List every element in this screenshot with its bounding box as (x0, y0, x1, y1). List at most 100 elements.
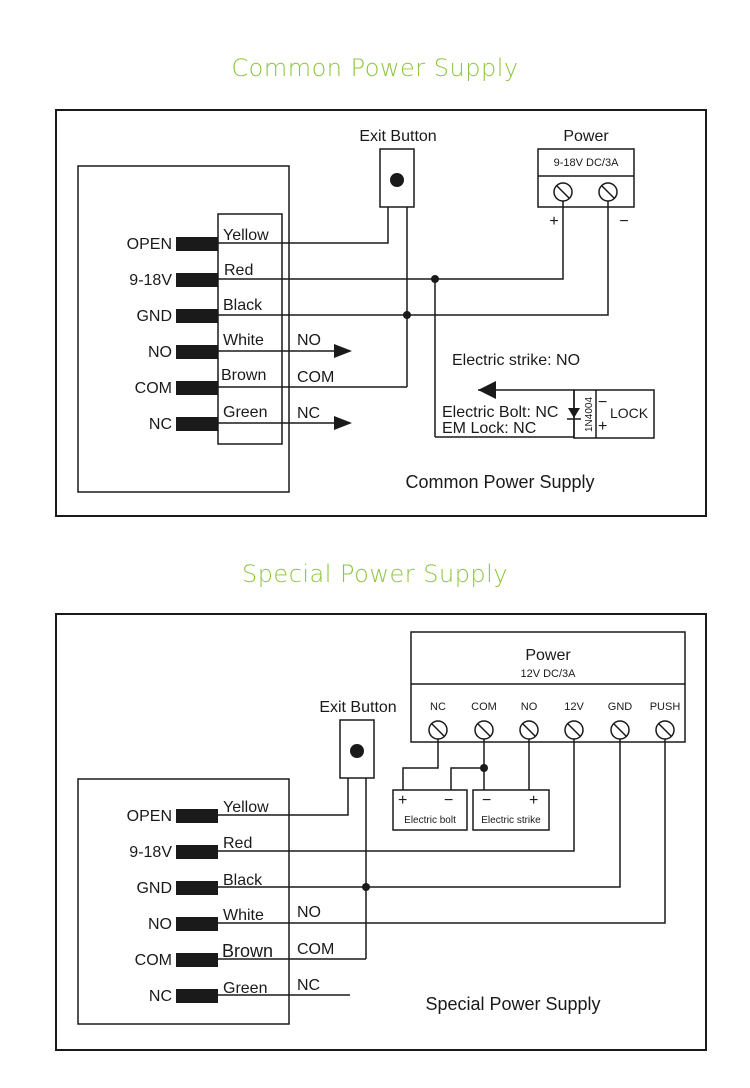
electric-bolt-box (392, 789, 468, 831)
terminal-block (176, 345, 218, 359)
junction-dot (403, 311, 411, 319)
relay-no-label: NO (297, 332, 321, 349)
bolt-minus: − (444, 792, 453, 809)
power-terminal-label: COM (471, 701, 497, 713)
wire-label: Black (223, 297, 263, 314)
terminal-block (176, 309, 218, 323)
power-title: Power (563, 128, 609, 145)
arrow-right-icon (334, 344, 352, 358)
exit-button-label: Exit Button (359, 128, 436, 145)
power-rating: 12V DC/3A (520, 668, 576, 680)
terminal-block (176, 417, 218, 431)
screw-terminal-icon (474, 720, 494, 740)
power-terminal-label: PUSH (650, 701, 681, 713)
diode-icon (567, 408, 581, 420)
screw-terminal-icon (519, 720, 539, 740)
screw-terminal-icon (610, 720, 630, 740)
lock-plus: + (598, 418, 607, 435)
diagram-caption: Special Power Supply (425, 994, 600, 1014)
terminal-block (176, 917, 218, 931)
relay-nc-label: NC (297, 977, 320, 994)
lock-minus: − (598, 394, 607, 411)
terminal-label: NC (149, 416, 172, 433)
terminal-block (176, 809, 218, 823)
junction-dot (431, 275, 439, 283)
diagram-caption: Common Power Supply (405, 472, 594, 492)
terminal-block (176, 953, 218, 967)
terminal-label: OPEN (127, 808, 172, 825)
diagram-frame (55, 613, 707, 1051)
screw-terminal-icon (564, 720, 584, 740)
wire-label: Yellow (223, 227, 269, 244)
terminal-label: NC (149, 988, 172, 1005)
electric-strike-note: Electric strike: NO (452, 352, 580, 369)
wire-label: White (223, 332, 264, 349)
wire-label: Green (223, 980, 267, 997)
terminal-block (176, 845, 218, 859)
terminal-label: GND (136, 880, 172, 897)
strike-minus: − (482, 792, 491, 809)
bolt-plus: + (398, 792, 407, 809)
terminal-list: OPEN 9-18V GND NO COM NC (127, 236, 218, 433)
arrow-left-icon (478, 381, 496, 399)
power-terminal-label: NC (430, 701, 446, 713)
electric-bolt-note: Electric Bolt: NC (442, 404, 558, 421)
terminal-block (176, 989, 218, 1003)
wire-label: Red (223, 835, 252, 852)
junction-dot (480, 764, 488, 772)
screw-terminal-icon (655, 720, 675, 740)
terminal-label: 9-18V (129, 844, 172, 861)
controller-box (77, 165, 290, 493)
wire-label: White (223, 907, 264, 924)
power-rating: 9-18V DC/3A (554, 157, 619, 169)
em-lock-note: EM Lock: NC (442, 420, 536, 437)
power-minus: − (619, 213, 628, 230)
electric-bolt-label: Electric bolt (404, 815, 456, 826)
electric-strike-label: Electric strike (481, 815, 541, 826)
power-supply-box (410, 631, 686, 743)
strike-plus: + (529, 792, 538, 809)
arrow-right-icon (334, 416, 352, 430)
relay-nc-label: NC (297, 405, 320, 422)
diagram-frame (55, 109, 707, 517)
wires (218, 201, 609, 438)
controller-box (77, 778, 290, 1025)
terminal-label: COM (135, 380, 172, 397)
exit-button-icon (339, 719, 375, 779)
power-terminal-label: NO (521, 701, 538, 713)
relay-com-label: COM (297, 941, 334, 958)
power-terminal-label: GND (608, 701, 633, 713)
wire-label: Black (223, 872, 263, 889)
relay-no-label: NO (297, 904, 321, 921)
wire-label: Yellow (223, 799, 269, 816)
lock-label: LOCK (610, 405, 649, 421)
exit-button-icon (379, 148, 415, 208)
wire-label: Green (223, 404, 267, 421)
wire-label: Brown (222, 941, 273, 961)
electric-strike-box (472, 789, 550, 831)
wire-label: Red (224, 262, 253, 279)
terminal-label: COM (135, 952, 172, 969)
terminal-block (176, 237, 218, 251)
power-supply-box (537, 148, 635, 208)
diode-label: 1N4004 (584, 397, 595, 432)
power-terminal-labels: NC COM NO 12V GND PUSH (430, 701, 680, 713)
wire-colors: Yellow Red Black White Brown Green (221, 227, 269, 421)
terminal-block (176, 381, 218, 395)
terminal-label: NO (148, 916, 172, 933)
button-dot-icon (350, 744, 364, 758)
terminal-label: 9-18V (129, 272, 172, 289)
terminal-label: GND (136, 308, 172, 325)
junction-dot (362, 883, 370, 891)
section-heading-special: Special Power Supply (241, 560, 509, 588)
wire-label: Brown (221, 367, 266, 384)
relay-com-label: COM (297, 369, 334, 386)
wires (218, 739, 666, 996)
section-heading-common: Common Power Supply (231, 54, 519, 82)
screw-terminal-icon (428, 720, 448, 740)
power-terminal-label: 12V (564, 701, 584, 713)
wire-label-box (217, 213, 283, 445)
terminal-block (176, 881, 218, 895)
wire-colors: Yellow Red Black White Brown Green (222, 799, 273, 997)
